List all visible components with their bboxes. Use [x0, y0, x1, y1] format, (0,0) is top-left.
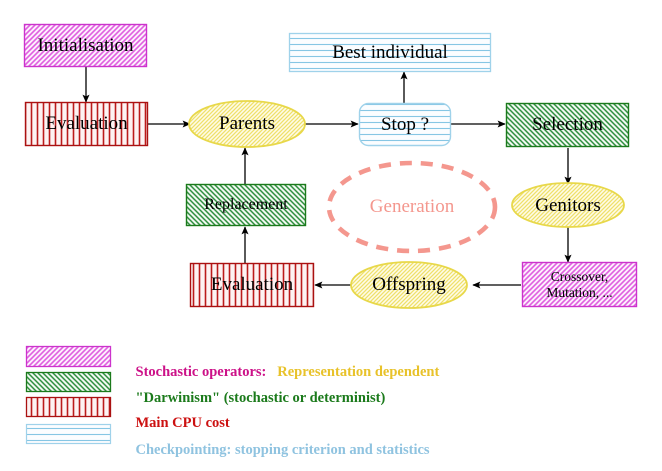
node-offspring: [350, 261, 468, 309]
legend-row-0-text: Stochastic operators: Representation dep…: [121, 347, 440, 398]
legend-swatch-cpu: [25, 396, 112, 418]
node-best-individual: [288, 32, 492, 73]
node-crossover-mutation: [521, 261, 638, 308]
legend-row-1-primary: "Darwinism" (stochastic or determinist): [135, 390, 386, 406]
node-initialisation: [23, 23, 148, 68]
node-generation: [326, 160, 498, 254]
legend-swatch-checkpoint: [25, 423, 112, 445]
legend-row-0-secondary: Representation dependent: [277, 364, 440, 380]
node-evaluation-bottom: [189, 262, 315, 308]
legend-row-1-text: "Darwinism" (stochastic or determinist): [121, 373, 386, 424]
legend-row-3-text: Checkpointing: stopping criterion and st…: [121, 425, 430, 471]
node-selection: [505, 102, 630, 148]
legend-swatch-stochastic: [25, 345, 112, 368]
node-evaluation-top: [24, 101, 149, 147]
legend-row-0-primary: Stochastic operators:: [135, 364, 267, 380]
node-stop: [358, 102, 452, 147]
legend-row-2-primary: Main CPU cost: [135, 415, 230, 431]
node-replacement: [185, 183, 307, 227]
edge-layer: [82, 66, 572, 289]
legend-row-2-text: Main CPU cost: [121, 398, 230, 449]
node-genitors: [511, 182, 625, 228]
node-parents: [188, 100, 306, 148]
legend-swatch-darwinism: [25, 371, 112, 393]
legend-row-3-primary: Checkpointing: stopping criterion and st…: [135, 442, 430, 458]
node-generation-label: Generation: [369, 196, 455, 217]
